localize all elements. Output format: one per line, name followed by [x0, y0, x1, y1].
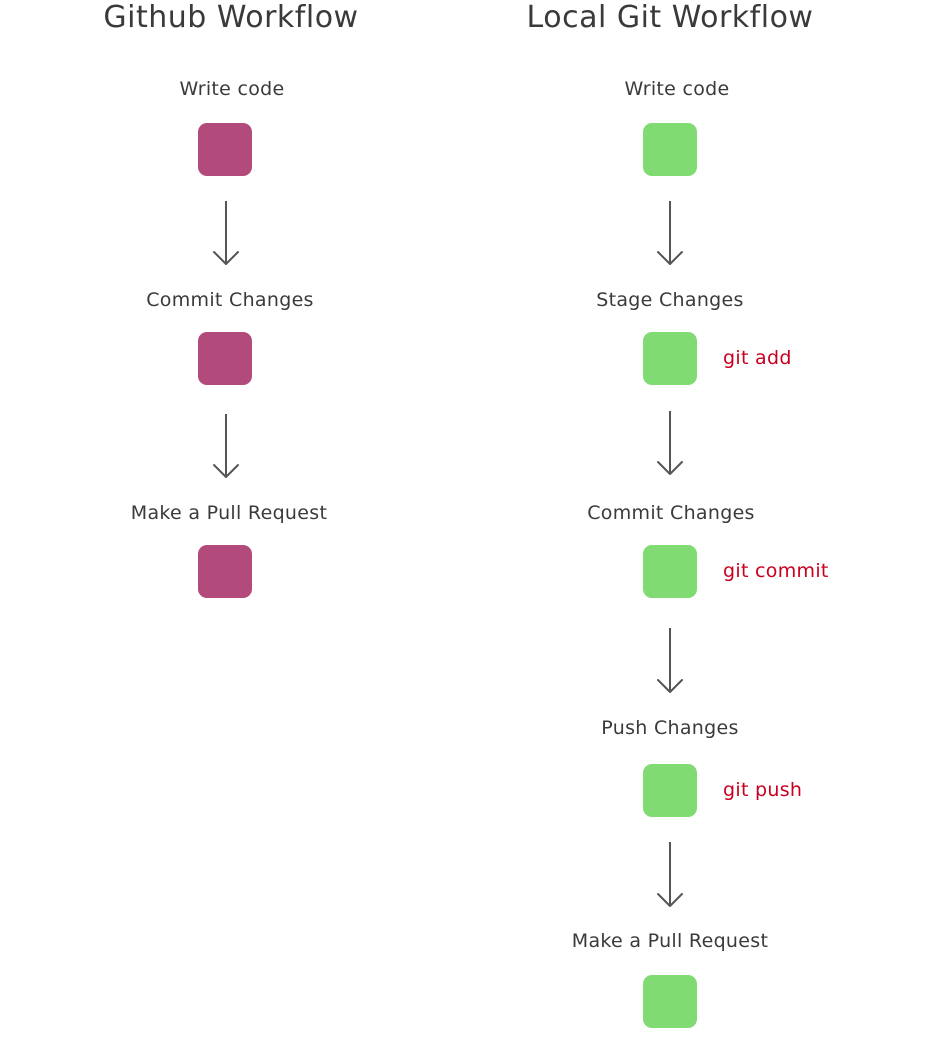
local-arrow-1: [657, 201, 683, 265]
github-arrow-2: [213, 414, 239, 478]
local-arrow-3: [657, 628, 683, 693]
local-step-label-commit-changes: Commit Changes: [587, 502, 755, 524]
local-step-box-pull-request: [643, 975, 697, 1028]
github-step-box-pull-request: [198, 545, 252, 598]
local-step-label-write-code: Write code: [624, 78, 730, 100]
local-step-label-push-changes: Push Changes: [601, 717, 739, 739]
local-step-label-pull-request: Make a Pull Request: [571, 930, 769, 952]
git-commit-command: git commit: [723, 560, 829, 582]
local-workflow-title: Local Git Workflow: [526, 0, 814, 35]
local-step-label-stage-changes: Stage Changes: [596, 289, 744, 311]
git-push-command: git push: [723, 779, 803, 801]
github-step-label-write-code: Write code: [179, 78, 285, 100]
local-arrow-4: [657, 842, 683, 907]
github-arrow-1: [213, 201, 239, 265]
local-step-box-push-changes: [643, 764, 697, 817]
local-arrow-2: [657, 411, 683, 475]
github-step-box-write-code: [198, 123, 252, 176]
github-step-box-commit-changes: [198, 332, 252, 385]
github-workflow-title: Github Workflow: [103, 0, 359, 35]
local-step-box-commit-changes: [643, 545, 697, 598]
local-step-box-stage-changes: [643, 332, 697, 385]
git-add-command: git add: [723, 347, 792, 369]
github-step-label-commit-changes: Commit Changes: [146, 289, 314, 311]
github-step-label-pull-request: Make a Pull Request: [130, 502, 328, 524]
local-step-box-write-code: [643, 123, 697, 176]
